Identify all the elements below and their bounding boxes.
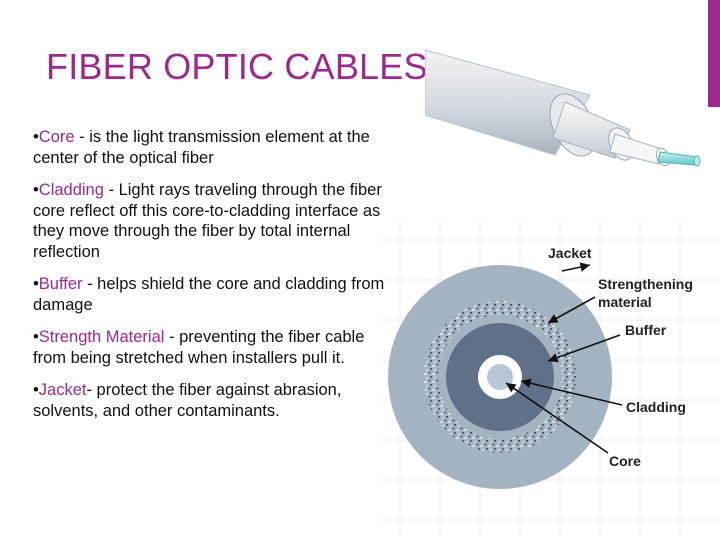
- bullet-text: - preventing the fiber cable from being …: [33, 328, 365, 367]
- bullet-text: - helps shield the core and cladding fro…: [33, 275, 385, 314]
- bullet-term: Jacket: [38, 381, 87, 399]
- strength-pointer: [547, 296, 596, 324]
- bullet-buffer: •Buffer - helps shield the core and clad…: [33, 274, 393, 315]
- bullet-text: - protect the fiber against abrasion, so…: [33, 381, 342, 420]
- bullet-term: Buffer: [38, 275, 83, 293]
- cable-core-segment: [657, 151, 701, 167]
- bullet-core: •Core - is the light transmission elemen…: [33, 127, 393, 168]
- slide-title: FIBER OPTIC CABLES: [46, 46, 428, 87]
- label-buffer: Buffer: [625, 322, 667, 338]
- label-material: material: [598, 294, 652, 310]
- label-strengthening: Strengthening: [598, 276, 693, 292]
- bullet-marker: •: [33, 328, 39, 346]
- bullet-term: Cladding: [38, 181, 104, 199]
- bullet-marker: •: [33, 181, 39, 199]
- bullet-marker: •: [33, 381, 39, 399]
- label-core: Core: [609, 453, 641, 469]
- bullet-term: Core: [38, 128, 75, 146]
- buffer-pointer: [547, 334, 621, 363]
- core-circle: [487, 364, 513, 390]
- bullet-jacket: •Jacket- protect the fiber against abras…: [33, 380, 393, 421]
- bullet-term: Strength Material: [38, 328, 165, 346]
- bullet-cladding: •Cladding - Light rays traveling through…: [33, 180, 393, 262]
- bullet-strength-material: •Strength Material - preventing the fibe…: [33, 327, 393, 368]
- core-pointer: [505, 382, 609, 454]
- bullet-marker: •: [33, 275, 39, 293]
- bullet-marker: •: [33, 128, 39, 146]
- jacket-pointer: [561, 262, 591, 272]
- cross-section-diagram: Jacket Strengthening material Buffer Cla…: [388, 245, 693, 489]
- fiber-cable-illustration: [425, 49, 701, 167]
- accent-bar: [708, 0, 720, 107]
- cladding-pointer: [520, 378, 623, 406]
- label-jacket: Jacket: [548, 245, 592, 261]
- bullet-text: - Light rays traveling through the fiber…: [33, 181, 382, 261]
- bullet-text: - is the light transmission element at t…: [33, 128, 370, 167]
- label-cladding: Cladding: [626, 399, 686, 415]
- bullet-list: •Core - is the light transmission elemen…: [33, 127, 393, 433]
